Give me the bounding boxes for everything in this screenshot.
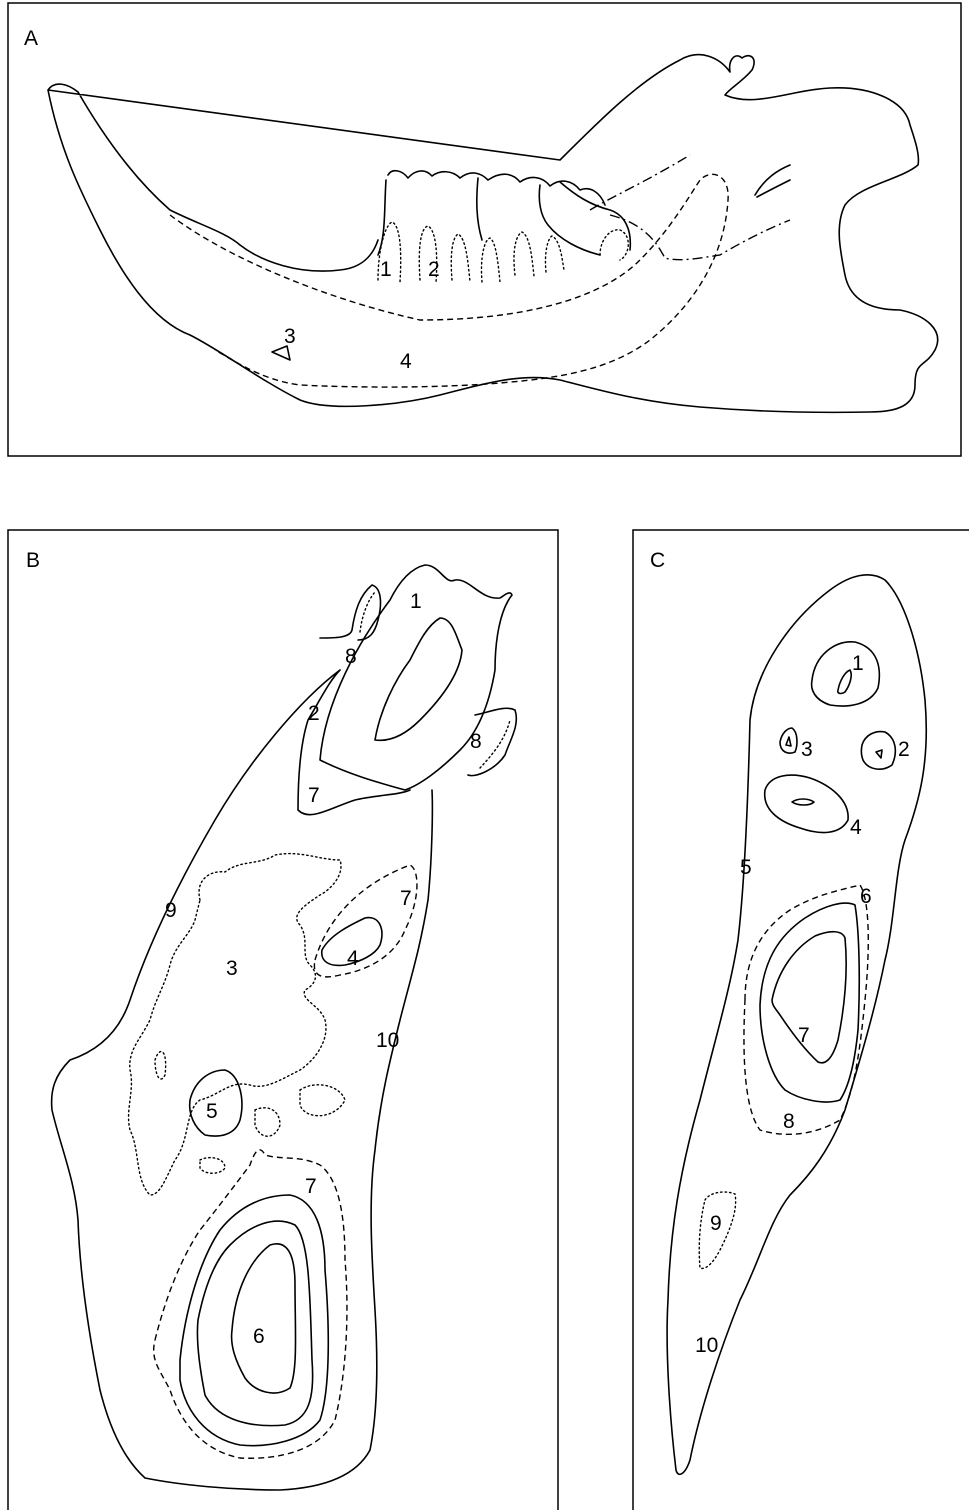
label-3: 3: [284, 325, 296, 348]
label-c-6: 6: [860, 885, 872, 908]
panel-c-frame: [633, 530, 969, 1510]
panel-b-frame: [8, 530, 558, 1510]
label-c-3: 3: [801, 738, 813, 761]
label-4: 4: [400, 350, 412, 373]
panel-c-letter: C: [650, 549, 665, 572]
label-b-7a: 7: [308, 784, 320, 807]
label-c-4: 4: [850, 816, 862, 839]
label-c-8: 8: [783, 1110, 795, 1133]
label-b-3: 3: [226, 957, 238, 980]
label-b-8b: 8: [470, 730, 482, 753]
panel-a-frame: [8, 3, 961, 456]
label-c-10: 10: [695, 1334, 718, 1357]
panel-a: A 1 2 3 4: [8, 3, 961, 456]
label-b-6: 6: [253, 1325, 265, 1348]
label-b-1: 1: [410, 590, 422, 613]
label-c-7: 7: [798, 1024, 810, 1047]
panel-c: C 1 3 2 4 5 6 7 8 9 10: [633, 530, 969, 1510]
panel-b-letter: B: [26, 549, 40, 572]
label-c-5: 5: [740, 856, 752, 879]
label-b-2: 2: [308, 702, 320, 725]
label-b-10: 10: [376, 1029, 399, 1052]
label-c-1: 1: [852, 652, 864, 675]
label-c-9: 9: [710, 1212, 722, 1235]
label-1: 1: [380, 258, 392, 281]
label-b-5: 5: [206, 1100, 218, 1123]
label-c-2: 2: [898, 738, 910, 761]
panel-a-letter: A: [24, 27, 38, 50]
label-2: 2: [428, 258, 440, 281]
label-b-8a: 8: [345, 645, 357, 668]
label-b-7b: 7: [400, 887, 412, 910]
panel-b: B 1 8 2 8 7 9 7 4 3 10 5 7: [8, 530, 558, 1510]
label-b-7c: 7: [305, 1175, 317, 1198]
label-b-9: 9: [165, 899, 177, 922]
label-b-4: 4: [347, 947, 359, 970]
